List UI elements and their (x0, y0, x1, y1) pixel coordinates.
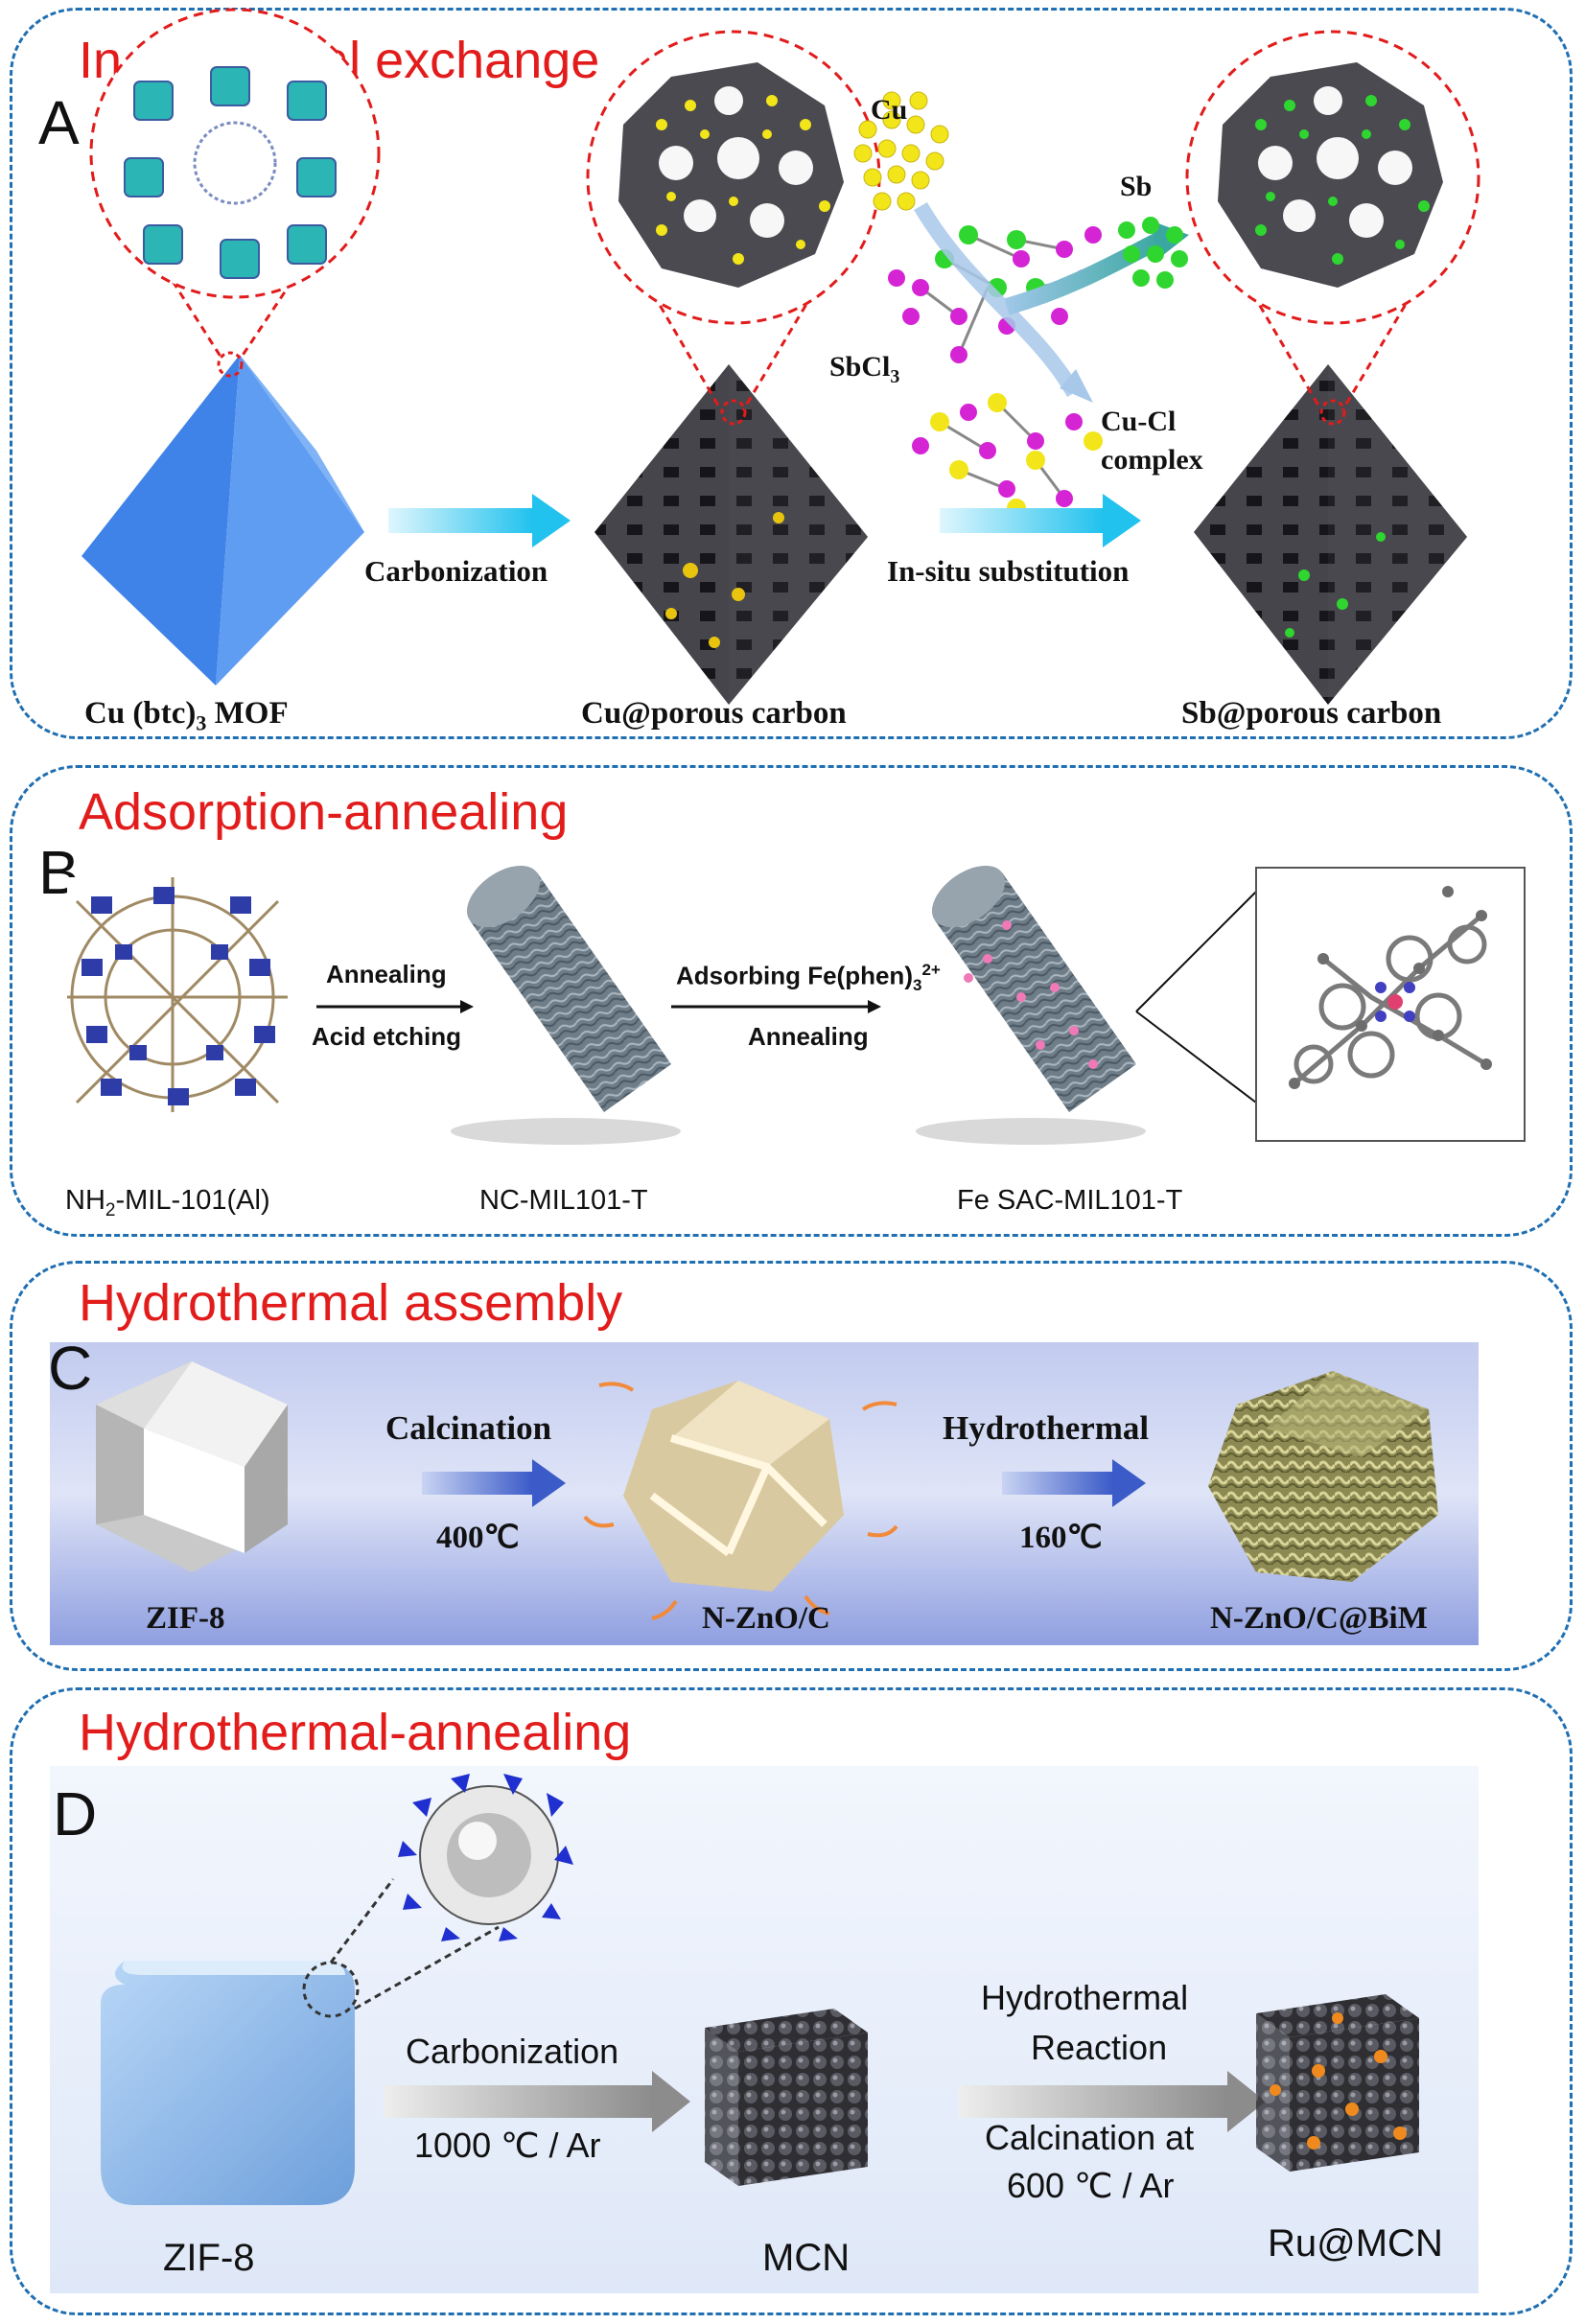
label-cu-btc-mof-subscript: 3 (196, 710, 207, 735)
label-nh2-subscript: 2 (105, 1199, 116, 1220)
in-situ-substitution-arrow (940, 508, 1103, 533)
mcn-cube (705, 2009, 868, 2186)
label-nh2-mil-101-al: NH2-MIL-101(Al) (65, 1187, 270, 1220)
label-carbonization: Carbonization (364, 554, 548, 588)
label-adsorbing-main: Adsorbing Fe(phen) (676, 961, 913, 990)
label-cu-cl: Cu-Cl (1101, 406, 1177, 437)
carbonization-arrow (388, 508, 532, 533)
cu-porous-carbon-zoom (586, 30, 881, 325)
panel-a-frame (10, 8, 1573, 739)
label-adsorbing-subscript: 3 (912, 975, 922, 994)
label-mcn: MCN (762, 2237, 851, 2279)
label-in-situ-substitution: In-situ substitution (887, 554, 1130, 588)
label-complex: complex (1101, 444, 1203, 476)
cu-atom-cluster (853, 91, 949, 211)
panel-d-frame (10, 1687, 1573, 2315)
label-zif-8-c: ZIF-8 (146, 1601, 225, 1636)
label-600c-ar: 600 ℃ / Ar (1007, 2166, 1175, 2205)
label-sb: Sb (1120, 171, 1153, 202)
cu-cl-curved-arrow (914, 201, 1081, 397)
label-cu-btc-mof: Cu (btc)3 MOF (84, 698, 289, 734)
label-adsorbing-fe-phen: Adsorbing Fe(phen)32+ (676, 962, 941, 993)
hydrothermal-arrow (1002, 1472, 1112, 1495)
label-nh2-main: NH (65, 1185, 105, 1216)
panel-c-letter: C (48, 1334, 93, 1403)
label-400c: 400℃ (436, 1521, 520, 1555)
panel-c-illustration (50, 1342, 1479, 1645)
label-calcination-at: Calcination at (985, 2118, 1195, 2157)
zif-8-sodalite-cage (398, 1774, 573, 1941)
panel-d-title: Hydrothermal-annealing (79, 1704, 632, 1761)
fe-n4-site-inset (1255, 867, 1526, 1142)
cu-cl-complex (912, 393, 1103, 518)
label-zif-8-d: ZIF-8 (163, 2237, 255, 2279)
label-mil-101-al: -MIL-101(Al) (115, 1185, 270, 1216)
nc-mil101-t-cylinder (451, 865, 681, 1145)
cu-porous-carbon-octahedron (594, 364, 868, 705)
label-sbcl3: SbCl3 (829, 351, 900, 387)
sb-porous-carbon-zoom (1185, 30, 1480, 325)
label-acid-etching: Acid etching (312, 1022, 462, 1051)
label-160c: 160℃ (1019, 1521, 1103, 1555)
label-annealing-2: Annealing (748, 1022, 869, 1051)
cu-btc-mof-octahedron (82, 351, 364, 686)
sb-porous-carbon-octahedron (1194, 364, 1467, 705)
sb-atom-cluster (1118, 217, 1188, 289)
calcination-arrow (422, 1472, 532, 1495)
label-cu-btc-mof-main: Cu (btc) (84, 696, 197, 731)
label-cu-porous-carbon: Cu@porous carbon (581, 696, 847, 731)
panel-b-title: Adsorption-annealing (79, 783, 569, 841)
mof-crystal-zoom (89, 8, 381, 299)
n-zno-c-bim-particle (1208, 1371, 1438, 1582)
label-ru-mcn: Ru@MCN (1268, 2222, 1443, 2265)
carbonization-arrow-d (384, 2085, 652, 2118)
label-hydrothermal-d: Hydrothermal (981, 1978, 1189, 2017)
label-nc-mil101-t: NC-MIL101-T (479, 1185, 648, 1216)
label-hydrothermal: Hydrothermal (943, 1409, 1150, 1447)
n-zno-c-particle (583, 1381, 898, 1620)
panel-c-frame (10, 1261, 1573, 1671)
panel-a-illustration (82, 8, 1480, 705)
label-annealing-1: Annealing (326, 960, 447, 988)
panel-c-title: Hydrothermal assembly (79, 1274, 623, 1332)
sb-curved-arrow (1004, 231, 1165, 315)
fe-sac-mil101-t-cylinder (916, 865, 1146, 1145)
label-sb-porous-carbon: Sb@porous carbon (1181, 696, 1442, 731)
label-cu-btc-mof-tail: MOF (206, 696, 289, 731)
zif-8-dodecahedron (96, 1361, 288, 1572)
label-cu: Cu (871, 94, 908, 126)
panel-b-illustration (67, 865, 1526, 1145)
zif-8-cube (101, 1961, 360, 2205)
label-carbonization-d: Carbonization (406, 2032, 619, 2071)
panel-d-letter: D (53, 1779, 98, 1848)
label-fe-sac-mil101-t: Fe SAC-MIL101-T (957, 1185, 1183, 1216)
label-reaction: Reaction (1031, 2028, 1168, 2067)
label-n-zno-c-bim: N-ZnO/C@BiM (1210, 1601, 1428, 1636)
hydrothermal-reaction-arrow (959, 2085, 1227, 2118)
label-adsorbing-superscript: 2+ (921, 961, 941, 979)
panel-a-letter: A (38, 88, 80, 157)
label-sbcl3-main: SbCl (829, 351, 891, 383)
label-1000c-ar: 1000 ℃ / Ar (414, 2126, 601, 2165)
label-n-zno-c: N-ZnO/C (702, 1601, 830, 1636)
label-calcination: Calcination (385, 1409, 552, 1447)
label-sbcl3-subscript: 3 (890, 366, 900, 387)
nh2-mil-101-structure (67, 877, 288, 1112)
ru-mcn-cube (1256, 1994, 1419, 2172)
panel-b-frame (10, 765, 1573, 1237)
